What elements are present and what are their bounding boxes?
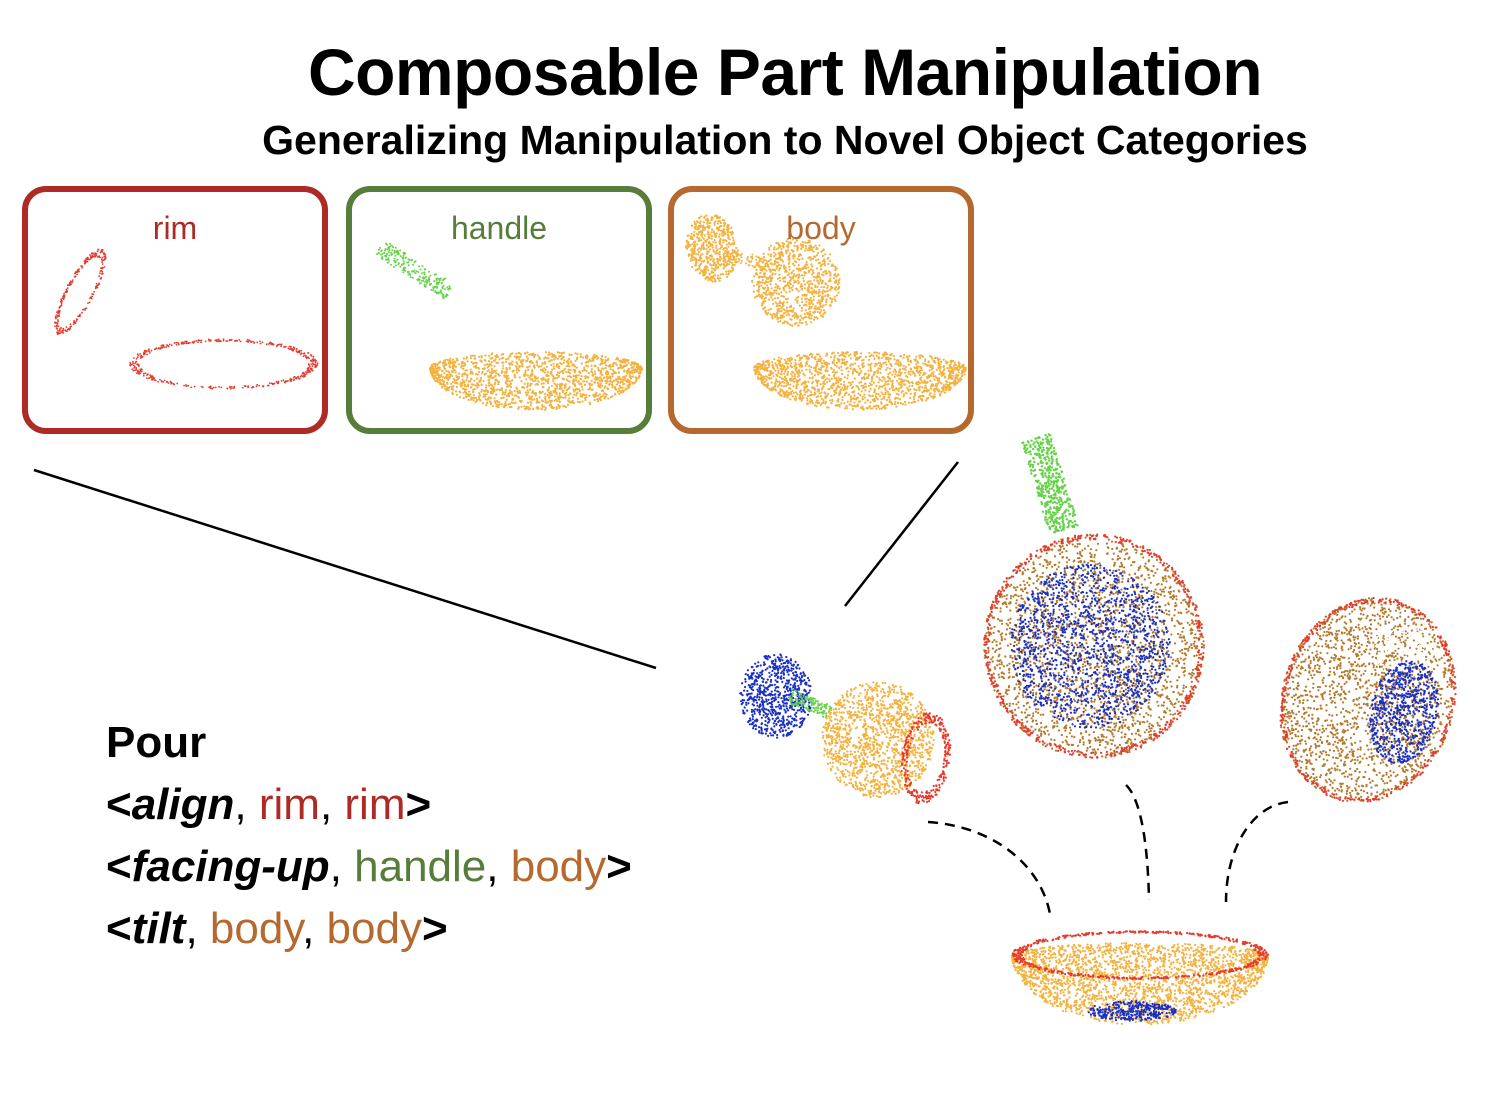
panel-label-handle: handle	[450, 210, 548, 246]
task-specification: Pour <align, rim, rim> <facing-up, handl…	[106, 712, 632, 960]
separator: ,	[319, 780, 345, 829]
close-bracket: >	[606, 842, 632, 891]
scene-pan-content	[1010, 563, 1171, 729]
scene-target-content	[1087, 1000, 1177, 1022]
close-bracket: >	[421, 904, 448, 953]
open-bracket: <	[106, 842, 132, 891]
scene-goblet-rim	[900, 712, 952, 805]
scene-pan-rim	[983, 533, 1205, 759]
part-body: body	[510, 842, 607, 891]
open-bracket: <	[106, 904, 132, 953]
scene-target-bowl	[1011, 942, 1270, 1026]
connector-line-left	[33, 468, 657, 670]
page-subtitle: Generalizing Manipulation to Novel Objec…	[262, 117, 1308, 163]
handle-stick	[376, 242, 452, 300]
task-name: Pour	[106, 718, 207, 767]
dashed-arc-right	[1224, 800, 1289, 903]
relation-facing-up: facing-up	[131, 842, 330, 891]
page-title: Composable Part Manipulation	[307, 35, 1263, 109]
handle-panel-bowl	[429, 351, 644, 411]
separator: ,	[486, 842, 511, 891]
panel-handle: handle	[346, 186, 652, 434]
dashed-arc-left	[927, 820, 1052, 915]
scene-bowl-right-content	[1368, 660, 1440, 764]
part-body: body	[326, 904, 422, 953]
separator: ,	[234, 780, 259, 829]
panel-rim: rim	[22, 186, 328, 434]
separator: ,	[185, 904, 210, 953]
separator: ,	[329, 842, 355, 891]
scene-pan-handle	[1021, 433, 1079, 534]
body-panel-bowl	[753, 350, 967, 411]
close-bracket: >	[405, 780, 432, 829]
point-cloud-layer	[54, 214, 1457, 1026]
relation-align: align	[131, 780, 235, 829]
body-goblet-cup	[751, 237, 841, 327]
rim-ring-small	[54, 248, 107, 336]
panel-label-rim: rim	[152, 210, 198, 246]
part-body: body	[209, 904, 303, 953]
body-goblet-base	[685, 214, 740, 283]
separator: ,	[302, 904, 327, 953]
part-rim: rim	[258, 780, 320, 829]
open-bracket: <	[106, 780, 132, 829]
constraint-line-align: <align, rim, rim>	[106, 774, 632, 836]
rim-ring-flat	[129, 338, 319, 390]
scene-goblet-stem	[788, 688, 833, 719]
part-rim: rim	[344, 780, 406, 829]
scene-target-rim	[1011, 930, 1269, 981]
panel-label-body: body	[786, 210, 856, 246]
scene-bowl-right-rim	[1279, 596, 1457, 803]
part-handle: handle	[354, 842, 487, 891]
dashed-arc-middle	[1125, 784, 1151, 901]
panel-body: body	[668, 186, 974, 434]
connector-line-right	[844, 461, 959, 607]
scene-goblet-cup	[821, 681, 935, 799]
constraint-line-tilt: <tilt, body, body>	[106, 898, 632, 960]
scene-goblet-base	[739, 653, 813, 739]
constraint-line-facing-up: <facing-up, handle, body>	[106, 836, 632, 898]
relation-tilt: tilt	[131, 904, 186, 953]
